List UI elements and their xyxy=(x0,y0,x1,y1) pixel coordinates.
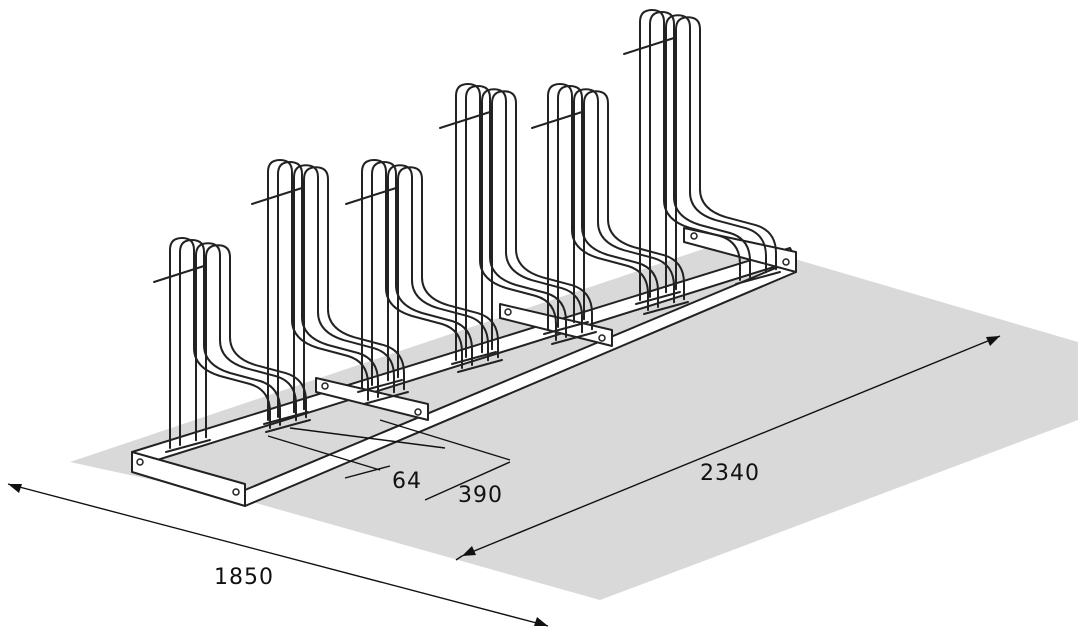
rack-handle-bar xyxy=(439,111,491,129)
rack-foot xyxy=(451,351,497,365)
rack-tube xyxy=(361,159,463,389)
rack-foot xyxy=(265,419,311,433)
bolt-hole xyxy=(321,382,329,390)
floor-footprint xyxy=(70,240,1078,600)
dim-1850-arrow-start xyxy=(8,484,22,493)
cross-plate-1 xyxy=(315,377,429,421)
rack-tube xyxy=(277,161,379,418)
bolt-hole xyxy=(504,308,512,316)
bolt-hole xyxy=(232,488,240,496)
rack-tube xyxy=(387,164,489,382)
rack-tube xyxy=(195,242,297,442)
rack-tube xyxy=(205,244,307,439)
dim-64-extension-a xyxy=(267,435,381,471)
rack-handle-bar xyxy=(623,37,675,55)
bolt-hole xyxy=(690,232,698,240)
bolt-hole xyxy=(414,408,422,416)
rack-foot xyxy=(457,359,503,373)
rack-tube xyxy=(267,159,369,421)
tube-racks xyxy=(153,9,781,453)
dim-390-leader xyxy=(424,461,511,501)
dim-2340-tick xyxy=(455,555,463,561)
rack-handle-bar xyxy=(345,187,397,205)
dim-label-64: 64 xyxy=(392,469,422,494)
dim-2340-arrow-end xyxy=(986,336,1000,346)
rack-tube xyxy=(639,9,741,301)
dim-1850-line xyxy=(7,483,549,627)
rack-foot xyxy=(363,391,409,405)
rack-tube xyxy=(169,237,271,449)
rack-tube xyxy=(649,11,751,298)
rack-foot xyxy=(165,439,211,453)
length-dimension: 2340 xyxy=(455,335,1001,561)
dim-64-leader xyxy=(344,465,391,479)
dim-label-390: 390 xyxy=(458,483,503,508)
end-plate-right xyxy=(683,227,797,273)
dim-64-extension-b xyxy=(289,427,446,449)
rack-tube xyxy=(397,166,499,379)
dim-label-2340: 2340 xyxy=(700,461,760,486)
width-dimension: 1850 xyxy=(7,483,549,627)
rack-tube xyxy=(371,161,473,386)
rack-foot xyxy=(543,321,589,335)
rack-foot xyxy=(735,271,781,285)
bolt-hole xyxy=(136,458,144,466)
rack-tube xyxy=(675,16,777,291)
rack-handle-bar xyxy=(153,265,205,283)
rack-tube xyxy=(293,164,395,414)
rack-foot xyxy=(551,331,597,345)
rack-foot xyxy=(263,411,309,425)
dim-1850-arrow-end xyxy=(534,617,548,626)
bolt-hole xyxy=(782,258,790,266)
rack-handle-bar xyxy=(531,111,583,129)
rack-tube xyxy=(303,166,405,411)
end-plate-left xyxy=(131,451,246,507)
spacing-dimensions: 64 390 xyxy=(267,419,511,508)
dim-label-1850: 1850 xyxy=(214,565,274,590)
rack-tube xyxy=(665,14,767,294)
dim-2340-arrow-start xyxy=(462,546,476,556)
rack-foot xyxy=(635,291,681,305)
rack-foot xyxy=(357,379,403,393)
rack-tube xyxy=(179,239,281,446)
dim-2340-line xyxy=(461,335,1001,557)
rack-foot xyxy=(643,301,689,315)
rack-handle-bar xyxy=(251,187,303,205)
bolt-hole xyxy=(598,334,606,342)
dim-390-extension-a xyxy=(379,419,511,461)
